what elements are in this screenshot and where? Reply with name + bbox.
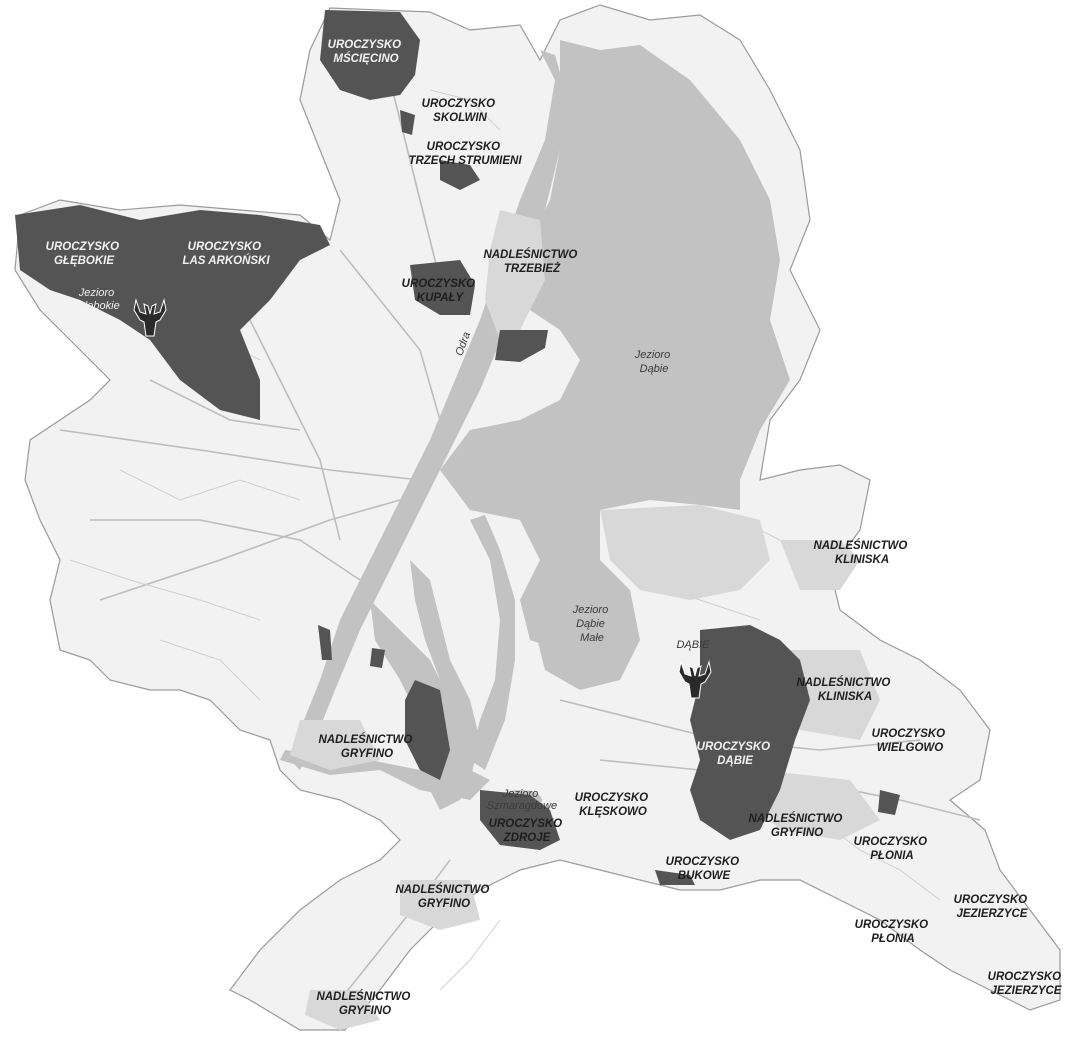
forest-glebokie-arkonski bbox=[15, 205, 330, 420]
label-uroczysko-zdroje: UROCZYSKO ZDROJE bbox=[489, 818, 566, 844]
forest-trzech-strumieni bbox=[440, 160, 480, 190]
forest-skolwin bbox=[400, 110, 415, 135]
forest-bukowe bbox=[655, 870, 695, 885]
label-jezioro-dabie: Jezioro Dąbie bbox=[634, 349, 674, 375]
label-uroczysko-bukowe: UROCZYSKO BUKOWE bbox=[666, 856, 743, 882]
forest-gryfino-3 bbox=[370, 648, 385, 668]
label-jezioro-dabie-male: Jezioro Dąbie Małe bbox=[572, 604, 612, 644]
label-nadlesnictwo-gryfino-4: NADLEŚNICTWO GRYFINO bbox=[316, 990, 413, 1017]
water-regalica bbox=[410, 560, 480, 810]
forest-gryfino-1 bbox=[405, 680, 450, 780]
water-jezioro-dabie bbox=[440, 40, 790, 650]
label-uroczysko-kleskowo: UROCZYSKO KLĘSKOWO bbox=[575, 792, 652, 818]
label-nadlesnictwo-gryfino-2: NADLEŚNICTWO GRYFINO bbox=[748, 812, 845, 839]
deer-head-icon bbox=[678, 660, 712, 699]
forest-wielgowo bbox=[878, 790, 900, 815]
label-nadlesnictwo-kliniska-2: NADLEŚNICTWO KLINISKA bbox=[796, 676, 893, 703]
label-uroczysko-las-arkonski: UROCZYSKO LAS ARKOŃSKI bbox=[182, 241, 270, 267]
water-odra-north bbox=[290, 50, 565, 770]
forest-kupaly bbox=[410, 260, 475, 315]
label-jezioro-szmaragdowe: Jezioro Szmaragdowe bbox=[487, 788, 557, 812]
label-nadlesnictwo-kliniska-1: NADLEŚNICTWO KLINISKA bbox=[813, 539, 910, 566]
label-uroczysko-dabie: UROCZYSKO DĄBIE bbox=[697, 741, 774, 767]
label-uroczysko-plonia-2: UROCZYSKO PŁONIA bbox=[855, 919, 932, 945]
forest-dabie bbox=[690, 625, 810, 840]
forest-labels: UROCZYSKO MŚCIĘCINO UROCZYSKO SKOLWIN UR… bbox=[46, 39, 1065, 1017]
forest-gryfino-2 bbox=[318, 625, 332, 660]
label-uroczysko-plonia-1: UROCZYSKO PŁONIA bbox=[854, 836, 931, 862]
label-jezioro-glebokie: Jezioro Głębokie bbox=[76, 287, 119, 312]
label-uroczysko-mscecino: UROCZYSKO MŚCIĘCINO bbox=[328, 39, 405, 65]
water-odra-east-channel bbox=[470, 515, 515, 770]
label-uroczysko-trzech-strumieni: UROCZYSKO TRZECH STRUMIENI bbox=[408, 141, 522, 167]
label-nadlesnictwo-gryfino-3: NADLEŚNICTWO GRYFINO bbox=[395, 883, 492, 910]
forest-north-island bbox=[495, 330, 548, 362]
label-uroczysko-kupaly: UROCZYSKO KUPAŁY bbox=[402, 278, 479, 304]
water-labels: Jezioro Głębokie Odra Jezioro Dąbie Jezi… bbox=[76, 287, 674, 812]
forest-zdroje bbox=[480, 790, 560, 850]
deer-head-icon bbox=[133, 298, 167, 337]
forest-managed-areas bbox=[15, 10, 900, 885]
label-nadlesnictwo-trzebiez: NADLEŚNICTWO TRZEBIEŻ bbox=[483, 248, 580, 275]
forest-other-areas bbox=[290, 210, 880, 1030]
deer-east-sign: DĄBIE bbox=[676, 639, 710, 651]
label-uroczysko-skolwin: UROCZYSKO SKOLWIN bbox=[422, 98, 499, 124]
forest-mscecino bbox=[320, 10, 420, 100]
label-uroczysko-jezierzyce-1: UROCZYSKO JEZIERZYCE bbox=[954, 894, 1031, 920]
label-uroczysko-wielgowo: UROCZYSKO WIELGOWO bbox=[872, 728, 949, 754]
water-jezioro-dabie-male bbox=[535, 560, 640, 690]
label-uroczysko-jezierzyce-2: UROCZYSKO JEZIERZYCE bbox=[988, 971, 1065, 997]
label-uroczysko-glebokie: UROCZYSKO GŁĘBOKIE bbox=[46, 241, 123, 267]
label-nadlesnictwo-gryfino-1: NADLEŚNICTWO GRYFINO bbox=[318, 733, 415, 760]
